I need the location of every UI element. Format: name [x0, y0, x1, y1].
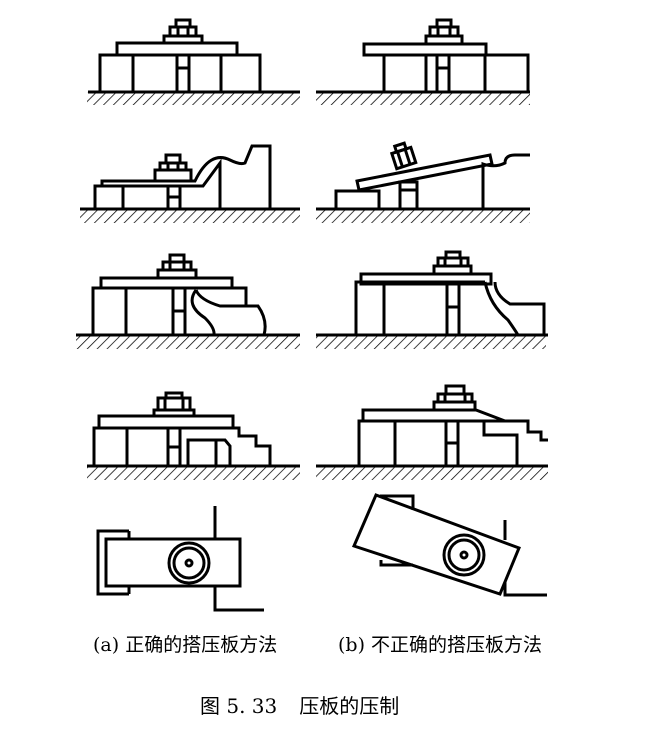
workpiece-edge [213, 586, 264, 612]
figure-title: 图 5. 33 压板的压制 [200, 690, 399, 719]
stepped-workpiece [92, 426, 272, 466]
row5-correct-top-view [96, 506, 264, 612]
row3-correct [76, 253, 300, 349]
low-block [334, 189, 381, 211]
clamp-plate-top [104, 537, 242, 588]
row4-correct [87, 391, 300, 480]
clamp-plate [115, 41, 239, 57]
bolt-end [174, 18, 192, 29]
ground-hatch [87, 92, 300, 105]
row1-incorrect [316, 18, 530, 105]
row1-correct [87, 18, 300, 105]
support-block [98, 53, 262, 92]
figure-title-text: 压板的压制 [299, 694, 400, 718]
tilted-nut [389, 141, 418, 171]
irregular-workpiece [483, 281, 546, 336]
irregular-workpiece [190, 289, 267, 337]
caption-correct: (a) 正确的搭压板方法 [93, 634, 278, 656]
stud [175, 53, 191, 94]
support-block [93, 184, 203, 209]
tilted-clamp-plate-top [351, 493, 521, 596]
curved-workpiece [100, 144, 272, 211]
support-bracket [96, 529, 129, 596]
row2-incorrect [316, 141, 530, 223]
caption-incorrect: (b) 不正确的搭压板方法 [338, 634, 543, 656]
washer-ring [167, 541, 211, 585]
row5-incorrect-top-view [351, 493, 547, 597]
bolt-center [184, 558, 194, 568]
tilted-clamp-plate [355, 153, 494, 192]
row3-incorrect [316, 250, 548, 349]
row4-incorrect [316, 384, 548, 480]
figure-number: 图 5. 33 [200, 694, 278, 718]
row2-correct [80, 144, 300, 223]
